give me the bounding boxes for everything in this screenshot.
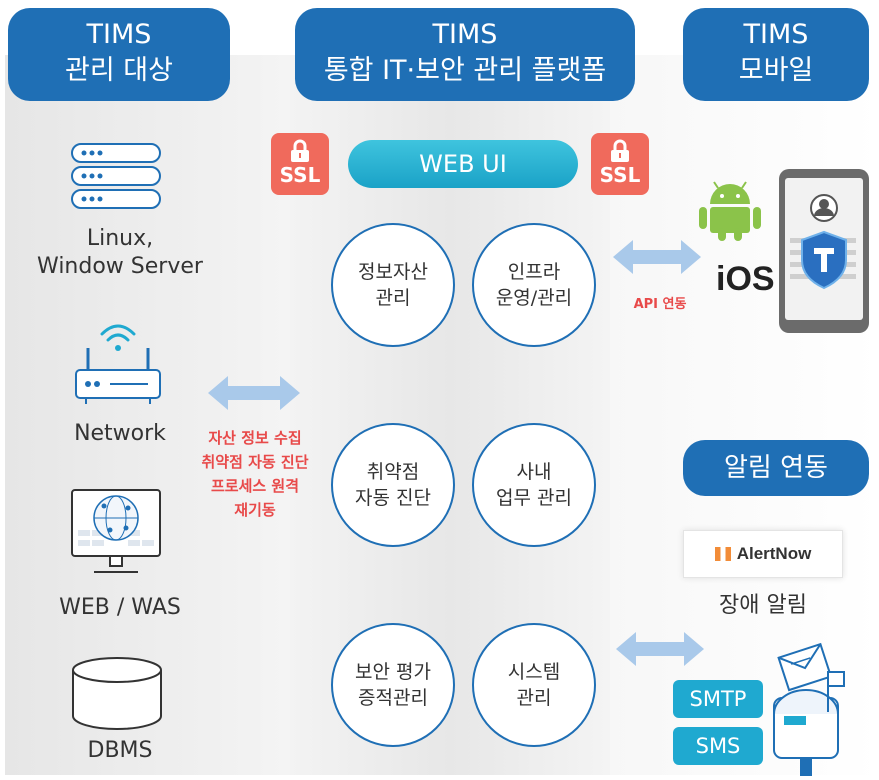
- lock-icon: [611, 139, 629, 162]
- ssl-badge-left: SSL: [271, 133, 329, 195]
- mailbox-icon: [773, 642, 845, 776]
- function-asset-management-line2: 관리: [375, 287, 411, 309]
- function-system-management: 시스템 관리: [472, 623, 596, 747]
- target-label-server: Linux, Window Server: [20, 225, 220, 281]
- ssl-badge-right: SSL: [591, 133, 649, 195]
- target-label-server-line1: Linux,: [86, 226, 154, 251]
- function-asset-management-line1: 정보자산: [358, 261, 428, 283]
- ios-label: iOS: [716, 260, 775, 298]
- function-system-management-line2: 관리: [516, 687, 552, 709]
- bidirectional-arrow-api: [613, 240, 701, 274]
- header-mobile: TIMS 모바일: [683, 8, 869, 101]
- function-security-evidence-line2: 증적관리: [358, 687, 428, 709]
- sms-tag: SMS: [673, 727, 763, 765]
- function-vuln-diagnosis: 취약점 자동 진단: [331, 423, 455, 547]
- bidirectional-arrow-alert: [616, 632, 704, 666]
- api-link-label: API 연동: [633, 297, 687, 312]
- header-platform: TIMS 통합 IT·보안 관리 플랫폼: [295, 8, 635, 101]
- function-internal-work-line1: 사내: [516, 461, 552, 483]
- alertnow-mark-icon: [714, 547, 731, 561]
- bidirectional-arrow-left: [208, 376, 300, 410]
- android-icon: [699, 181, 761, 241]
- web-monitor-icon: [71, 489, 161, 573]
- header-targets: TIMS 관리 대상: [8, 8, 230, 101]
- database-icon: [72, 657, 162, 730]
- alert-header: 알림 연동: [683, 440, 869, 496]
- function-vuln-diagnosis-line1: 취약점: [366, 461, 420, 483]
- target-label-server-line2: Window Server: [37, 254, 203, 279]
- alertnow-logo-text: AlertNow: [736, 544, 812, 563]
- collection-note-line-4: 재기동: [234, 501, 276, 519]
- smartphone-icon: [779, 169, 869, 333]
- function-internal-work-line2: 업무 관리: [496, 487, 572, 509]
- alertnow-logo: AlertNow: [683, 530, 843, 578]
- header-platform-subtitle: 통합 IT·보안 관리 플랫폼: [323, 55, 607, 86]
- header-targets-title: TIMS: [86, 19, 152, 50]
- collection-note-line-3: 프로세스 원격: [210, 477, 300, 495]
- function-infra-operation: 인프라 운영/관리: [472, 223, 596, 347]
- lock-icon: [291, 139, 309, 162]
- ssl-badge-right-label: SSL: [599, 163, 641, 187]
- header-platform-title: TIMS: [432, 19, 498, 50]
- web-ui-pill: WEB UI: [348, 140, 578, 188]
- server-icon: [71, 143, 161, 209]
- collection-note-line-2: 취약점 자동 진단: [201, 453, 309, 471]
- function-internal-work: 사내 업무 관리: [472, 423, 596, 547]
- router-icon: [75, 324, 161, 404]
- function-infra-operation-line1: 인프라: [507, 261, 561, 283]
- header-mobile-title: TIMS: [743, 19, 809, 50]
- target-label-network: Network: [74, 421, 166, 446]
- ssl-badge-left-label: SSL: [279, 163, 321, 187]
- target-label-web: WEB / WAS: [59, 595, 181, 620]
- function-security-evidence-line1: 보안 평가: [355, 661, 431, 683]
- collection-note-line-1: 자산 정보 수집: [208, 429, 302, 447]
- function-vuln-diagnosis-line2: 자동 진단: [355, 487, 431, 509]
- collection-note: 자산 정보 수집 취약점 자동 진단 프로세스 원격 재기동: [188, 426, 322, 522]
- alert-caption: 장애 알림: [719, 593, 807, 618]
- smtp-tag: SMTP: [673, 680, 763, 718]
- function-system-management-line1: 시스템: [507, 661, 561, 683]
- function-asset-management: 정보자산 관리: [331, 223, 455, 347]
- target-label-dbms: DBMS: [87, 738, 153, 763]
- header-targets-subtitle: 관리 대상: [65, 55, 173, 86]
- function-infra-operation-line2: 운영/관리: [495, 287, 573, 309]
- function-security-evidence: 보안 평가 증적관리: [331, 623, 455, 747]
- header-mobile-subtitle: 모바일: [738, 55, 814, 86]
